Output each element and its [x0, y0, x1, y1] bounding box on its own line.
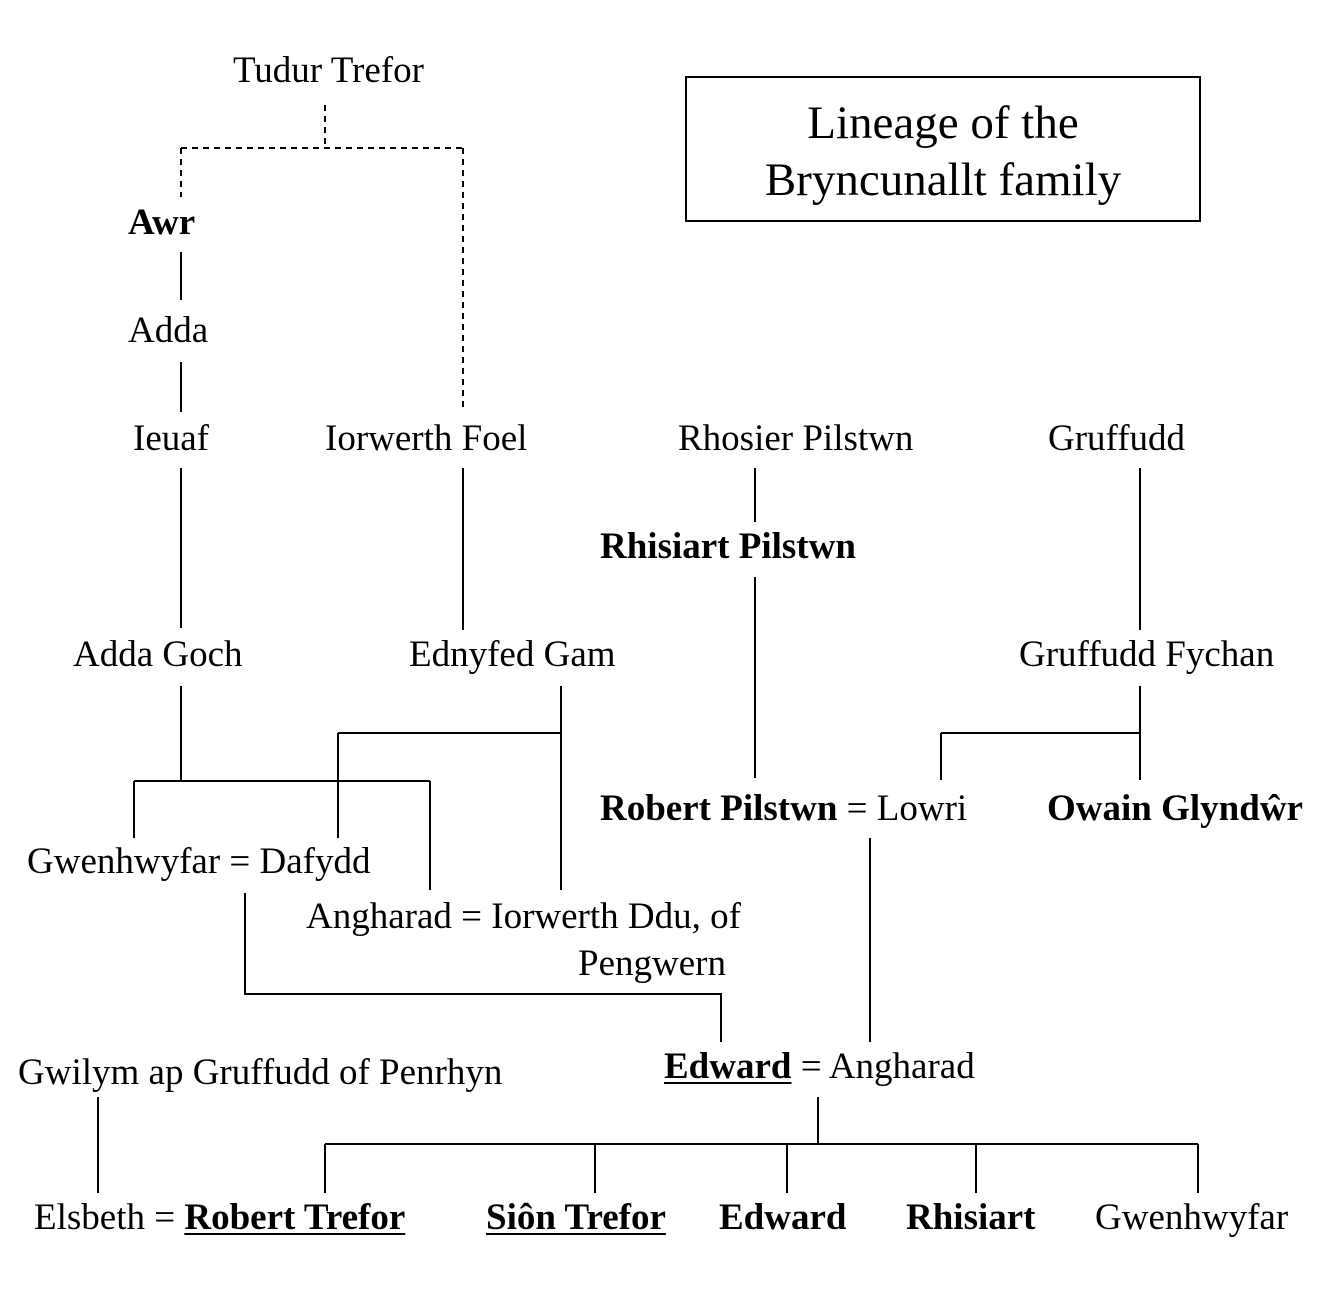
person-sion-trefor: Siôn Trefor: [486, 1197, 666, 1238]
person-ieuaf: Ieuaf: [133, 418, 209, 459]
person-gruffudd: Gruffudd: [1048, 418, 1186, 459]
person-lowri: Lowri: [876, 788, 968, 829]
person-robert-pilstwn: Robert Pilstwn: [600, 788, 838, 829]
person-robert-trefor: Robert Trefor: [184, 1197, 406, 1238]
person-awr: Awr: [128, 202, 196, 243]
title-line-2: Bryncunallt family: [764, 154, 1122, 206]
line-ednyfed-children: [337, 686, 562, 890]
couple-edward-angharad: Edward = Angharad: [664, 1048, 975, 1085]
person-edward-son: Edward: [719, 1197, 847, 1238]
line-fychan-children: [940, 686, 1141, 780]
marriage-symbol: =: [154, 1197, 176, 1238]
title-line-1: Lineage of the: [807, 97, 1079, 149]
person-iorwerth-ddu: Iorwerth Ddu, of: [491, 896, 741, 937]
diagram-title: Lineage of the Bryncunallt family: [685, 76, 1201, 222]
person-angharad: Angharad: [306, 896, 452, 937]
couple-robert-pilstwn-lowri: Robert Pilstwn = Lowri: [600, 790, 967, 827]
person-ednyfed-gam: Ednyfed Gam: [409, 634, 616, 675]
couple-angharad-iorwerth-ddu: Angharad = Iorwerth Ddu, of: [306, 898, 741, 935]
marriage-symbol: =: [846, 788, 868, 829]
person-adda: Adda: [128, 310, 209, 351]
person-gruffudd-fychan: Gruffudd Fychan: [1019, 634, 1275, 675]
person-adda-goch: Adda Goch: [73, 634, 243, 675]
person-dafydd: Dafydd: [259, 841, 371, 882]
person-iorwerth-foel: Iorwerth Foel: [325, 418, 528, 459]
couple-elsbeth-robert-trefor: Elsbeth = Robert Trefor: [34, 1199, 405, 1236]
dashed-line-tudur: [180, 105, 464, 412]
person-edward: Edward: [664, 1046, 792, 1087]
person-owain-glyndwr: Owain Glyndŵr: [1047, 788, 1303, 829]
couple-gwenhwyfar-dafydd: Gwenhwyfar = Dafydd: [27, 843, 371, 880]
place-pengwern: Pengwern: [578, 943, 726, 984]
person-gwilym-ap-gruffudd: Gwilym ap Gruffudd of Penrhyn: [18, 1052, 503, 1093]
person-angharad: Angharad: [828, 1046, 975, 1087]
line-gwenhwyfar-edward: [244, 893, 722, 1042]
person-elsbeth: Elsbeth: [34, 1197, 145, 1238]
person-gwenhwyfar: Gwenhwyfar: [27, 841, 221, 882]
person-tudur-trefor: Tudur Trefor: [233, 50, 424, 91]
person-rhosier-pilstwn: Rhosier Pilstwn: [678, 418, 914, 459]
person-gwenhwyfar-daughter: Gwenhwyfar: [1095, 1197, 1289, 1238]
line-addagoch-children: [133, 686, 431, 890]
marriage-symbol: =: [800, 1046, 822, 1087]
marriage-symbol: =: [461, 896, 483, 937]
person-rhisiart: Rhisiart: [906, 1197, 1036, 1238]
marriage-symbol: =: [229, 841, 251, 882]
line-edward-children: [324, 1097, 1199, 1193]
person-rhisiart-pilstwn: Rhisiart Pilstwn: [600, 526, 856, 567]
